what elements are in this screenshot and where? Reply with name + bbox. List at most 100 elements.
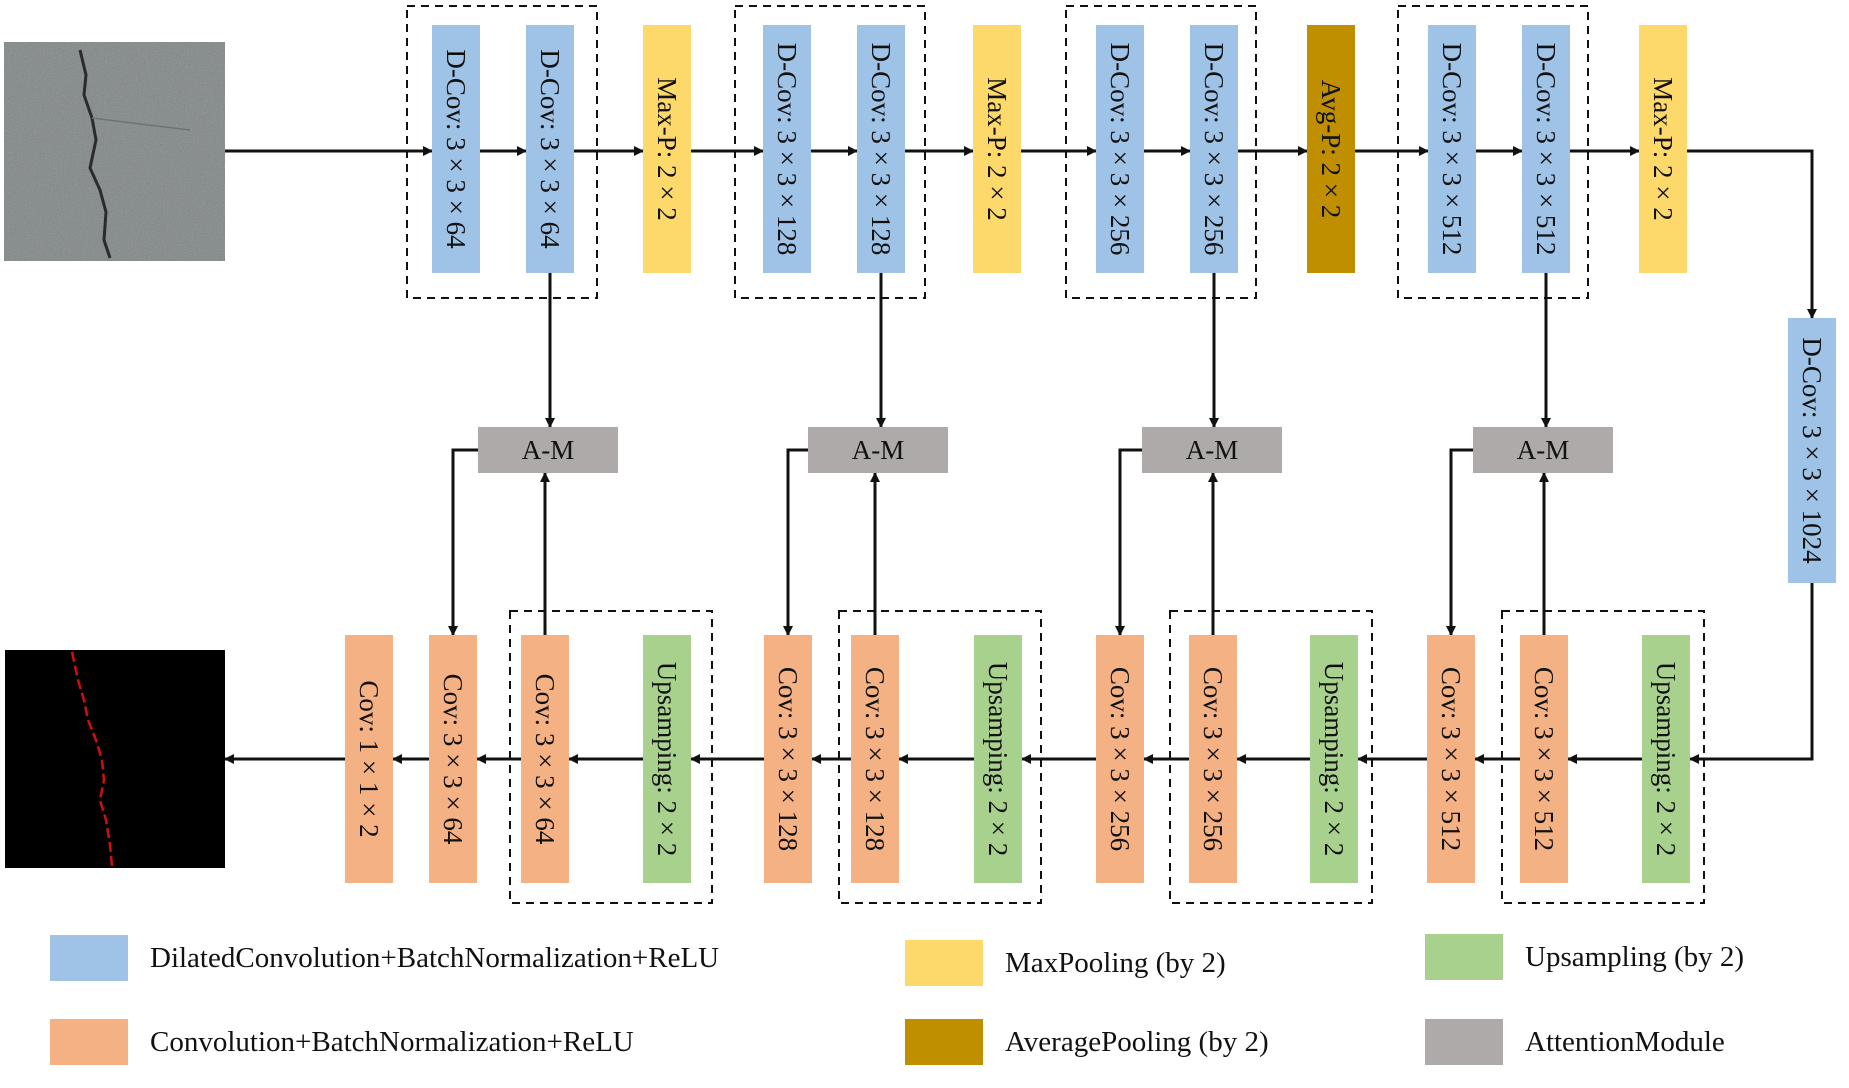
decoder-block-9: Cov: 3 × 3 × 256 [1189,635,1237,883]
decoder-block-11: Cov: 3 × 3 × 512 [1427,635,1475,883]
encoder-path: D-Cov: 3 × 3 × 64 D-Cov: 3 × 3 × 64 Max-P:… [432,25,1687,273]
legend-label: Convolution+BatchNormalization+ReLU [150,1025,634,1058]
encoder-block-11-box [1522,25,1570,273]
decoder-group-1 [509,610,713,904]
decoder-block-4-box [643,635,691,883]
decoder-block-6-label: Cov: 3 × 3 × 128 [860,667,890,851]
attention-output-arrow [1115,448,1142,636]
decoder-block-1: Cov: 1 × 1 × 2 [345,635,393,883]
decoder-block-9-box [1189,635,1237,883]
encoder-block-8-box [1190,25,1238,273]
decoder-block-4-label: Upsamping: 2 × 2 [652,662,682,856]
decoder-block-11-box [1427,635,1475,883]
decoder-block-1-label: Cov: 1 × 1 × 2 [354,680,384,837]
attention-module-1: A-M [478,427,618,473]
encoder-block-2: D-Cov: 3 × 3 × 64 [526,25,574,273]
decoder-block-8: Cov: 3 × 3 × 256 [1096,635,1144,883]
encoder-block-4-box [763,25,811,273]
decoder-block-13-label: Upsamping: 2 × 2 [1651,662,1681,856]
encoder-block-10-label: D-Cov: 3 × 3 × 512 [1437,43,1467,256]
encoder-block-7-label: D-Cov: 3 × 3 × 256 [1105,43,1135,256]
encoder-block-12-label: Max-P: 2 × 2 [1648,77,1678,220]
attention-module-label: A-M [1186,435,1239,465]
encoder-block-11: D-Cov: 3 × 3 × 512 [1522,25,1570,273]
encoder-block-4-label: D-Cov: 3 × 3 × 128 [772,43,802,256]
attention-module-3: A-M [1142,427,1282,473]
bottleneck: D-Cov: 3 × 3 × 1024 [1788,318,1836,583]
encoder-block-4: D-Cov: 3 × 3 × 128 [763,25,811,273]
legend-item-attention: AttentionModule [1425,1019,1725,1065]
bottleneck-block-label: D-Cov: 3 × 3 × 1024 [1797,337,1827,564]
decoder-block-12: Cov: 3 × 3 × 512 [1520,635,1568,883]
encoder-block-1: D-Cov: 3 × 3 × 64 [432,25,480,273]
legend-item-dilated: DilatedConvolution+BatchNormalization+Re… [50,935,719,981]
encoder-block-2-label: D-Cov: 3 × 3 × 64 [535,49,565,249]
decoder-block-6: Cov: 3 × 3 × 128 [851,635,899,883]
decoder-block-5-label: Cov: 3 × 3 × 128 [773,667,803,851]
decoder-block-6-box [851,635,899,883]
attention-module-label: A-M [1517,435,1570,465]
decoder-block-8-box [1096,635,1144,883]
attention-modules: A-M A-M A-M A-M [478,427,1613,473]
decoder-block-3-box [521,635,569,883]
encoder-block-5-box [857,25,905,273]
decoder-block-12-box [1520,635,1568,883]
decoder-path: Cov: 1 × 1 × 2 Cov: 3 × 3 × 64 Cov: 3 × 3 … [345,635,1690,883]
encoder-block-9-box [1307,25,1355,273]
attention-output-arrow [783,448,808,636]
legend-swatch [1425,1019,1503,1065]
legend-label: AttentionModule [1525,1025,1725,1058]
encoder-block-6: Max-P: 2 × 2 [973,25,1021,273]
encoder-block-2-box [526,25,574,273]
decoder-block-10-label: Upsamping: 2 × 2 [1319,662,1349,856]
legend-swatch [50,935,128,981]
decoder-group-2 [838,610,1042,904]
encoder-block-8-label: D-Cov: 3 × 3 × 256 [1199,43,1229,256]
encoder-block-6-label: Max-P: 2 × 2 [982,77,1012,220]
decoder-block-8-label: Cov: 3 × 3 × 256 [1105,667,1135,851]
decoder-group-3 [1169,610,1373,904]
encoder-block-3-label: Max-P: 2 × 2 [652,77,682,220]
decoder-block-7-box [974,635,1022,883]
encoder-block-5: D-Cov: 3 × 3 × 128 [857,25,905,273]
encoder-block-12: Max-P: 2 × 2 [1639,25,1687,273]
encoder-block-7: D-Cov: 3 × 3 × 256 [1096,25,1144,273]
encoder-block-1-label: D-Cov: 3 × 3 × 64 [441,49,471,249]
attention-module-box [1142,427,1282,473]
legend-swatch [50,1019,128,1065]
attention-module-label: A-M [852,435,905,465]
encoder-block-10-box [1428,25,1476,273]
encoder-block-1-box [432,25,480,273]
decoder-block-2: Cov: 3 × 3 × 64 [429,635,477,883]
decoder-block-4: Upsamping: 2 × 2 [643,635,691,883]
decoder-block-5-box [764,635,812,883]
decoder-block-7: Upsamping: 2 × 2 [974,635,1022,883]
decoder-block-11-label: Cov: 3 × 3 × 512 [1436,667,1466,851]
decoder-block-2-box [429,635,477,883]
attention-module-4: A-M [1473,427,1613,473]
attention-module-box [478,427,618,473]
decoder-block-3: Cov: 3 × 3 × 64 [521,635,569,883]
encoder-block-6-box [973,25,1021,273]
encoder-block-12-box [1639,25,1687,273]
legend-item-conv: Convolution+BatchNormalization+ReLU [50,1019,634,1065]
attention-output-arrow [1446,448,1473,636]
decoder-block-2-label: Cov: 3 × 3 × 64 [438,674,468,845]
legend-item-avgpool: AveragePooling (by 2) [905,1019,1269,1065]
connector-layer [224,146,1817,764]
decoder-block-5: Cov: 3 × 3 × 128 [764,635,812,883]
decoder-block-9-label: Cov: 3 × 3 × 256 [1198,667,1228,851]
legend-swatch [905,940,983,986]
legend-swatch [905,1019,983,1065]
attention-module-label: A-M [522,435,575,465]
decoder-block-3-label: Cov: 3 × 3 × 64 [530,674,560,845]
encoder-block-3-box [643,25,691,273]
decoder-group-4 [1501,610,1705,904]
bottleneck-block: D-Cov: 3 × 3 × 1024 [1788,318,1836,583]
attention-module-2: A-M [808,427,948,473]
legend-swatch [1425,934,1503,980]
decoder-block-1-box [345,635,393,883]
encoder-block-9-label: Avg-P: 2 × 2 [1316,80,1346,218]
encoder-block-11-label: D-Cov: 3 × 3 × 512 [1531,43,1561,256]
